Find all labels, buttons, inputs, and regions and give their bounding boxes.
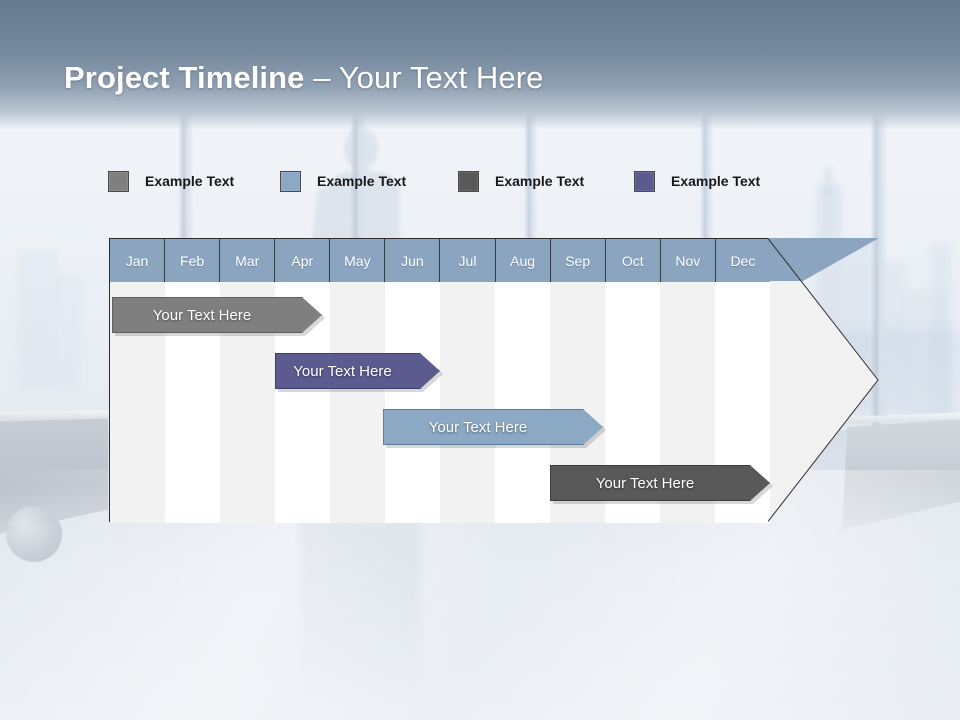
milestone-bar-4[interactable]: Your Text Here [550, 465, 770, 501]
month-header-aug[interactable]: Aug [495, 239, 551, 282]
desk-edge-left [0, 410, 110, 422]
page-title: Project Timeline – Your Text Here [64, 60, 543, 96]
skyline-tower [902, 288, 948, 418]
color-swatch-icon [280, 170, 301, 192]
month-header-oct[interactable]: Oct [605, 239, 661, 282]
legend-item-label: Example Text [495, 173, 585, 189]
month-header-apr[interactable]: Apr [275, 239, 331, 282]
month-header-sep[interactable]: Sep [550, 239, 606, 282]
color-swatch-icon [458, 170, 479, 192]
column-stripe [440, 282, 495, 523]
title-band [0, 0, 960, 130]
color-swatch-icon [108, 170, 129, 192]
bar-label: Your Text Here [152, 306, 252, 324]
bar-shape [275, 353, 440, 389]
column-stripe [330, 282, 385, 523]
page-title-light: – Your Text Here [304, 60, 544, 95]
timeline-chart: Jan Feb Mar Apr May Jun Jul Aug Sep Oct … [109, 238, 879, 523]
chart-plot-area: Jan Feb Mar Apr May Jun Jul Aug Sep Oct … [109, 238, 770, 523]
month-header-nov[interactable]: Nov [660, 239, 716, 282]
bar-shape [112, 297, 322, 333]
bar-shape [550, 465, 770, 501]
bar-shape [383, 409, 603, 445]
legend-item-label: Example Text [671, 173, 761, 189]
month-header-feb[interactable]: Feb [165, 239, 221, 282]
milestone-bar-3[interactable]: Your Text Here [383, 409, 603, 445]
skyline-tower [56, 276, 82, 391]
month-header-may[interactable]: May [330, 239, 386, 282]
legend-item-2[interactable]: Example Text [280, 169, 406, 193]
milestone-bar-2[interactable]: Your Text Here [275, 353, 440, 389]
month-header-mar[interactable]: Mar [220, 239, 276, 282]
month-header-jun[interactable]: Jun [385, 239, 441, 282]
legend: Example Text Example Text Example Text E… [108, 169, 808, 193]
bar-label: Your Text Here [293, 362, 392, 380]
bar-label: Your Text Here [428, 418, 528, 436]
milestone-bar-1[interactable]: Your Text Here [112, 297, 322, 333]
month-header-dec[interactable]: Dec [715, 239, 770, 282]
legend-item-1[interactable]: Example Text [108, 169, 234, 193]
skyline-tower [930, 244, 952, 419]
milestone-bars: Your Text Here Your Text Here Your Text … [109, 281, 879, 522]
legend-item-label: Example Text [145, 173, 235, 189]
page-title-bold: Project Timeline [64, 60, 305, 95]
column-stripe [385, 282, 440, 523]
month-header-jul[interactable]: Jul [440, 239, 496, 282]
skyline-tower [824, 168, 833, 198]
month-header-jan[interactable]: Jan [110, 239, 166, 282]
decorative-vase [6, 506, 62, 562]
skyline-tower [18, 250, 58, 390]
legend-item-3[interactable]: Example Text [458, 169, 584, 193]
legend-item-label: Example Text [317, 173, 407, 189]
column-stripe [495, 282, 550, 523]
bar-label: Your Text Here [595, 474, 695, 492]
color-swatch-icon [634, 170, 655, 192]
month-header-arrow-tip [768, 238, 879, 281]
legend-item-4[interactable]: Example Text [634, 169, 760, 193]
month-header-row: Jan Feb Mar Apr May Jun Jul Aug Sep Oct … [110, 239, 770, 282]
